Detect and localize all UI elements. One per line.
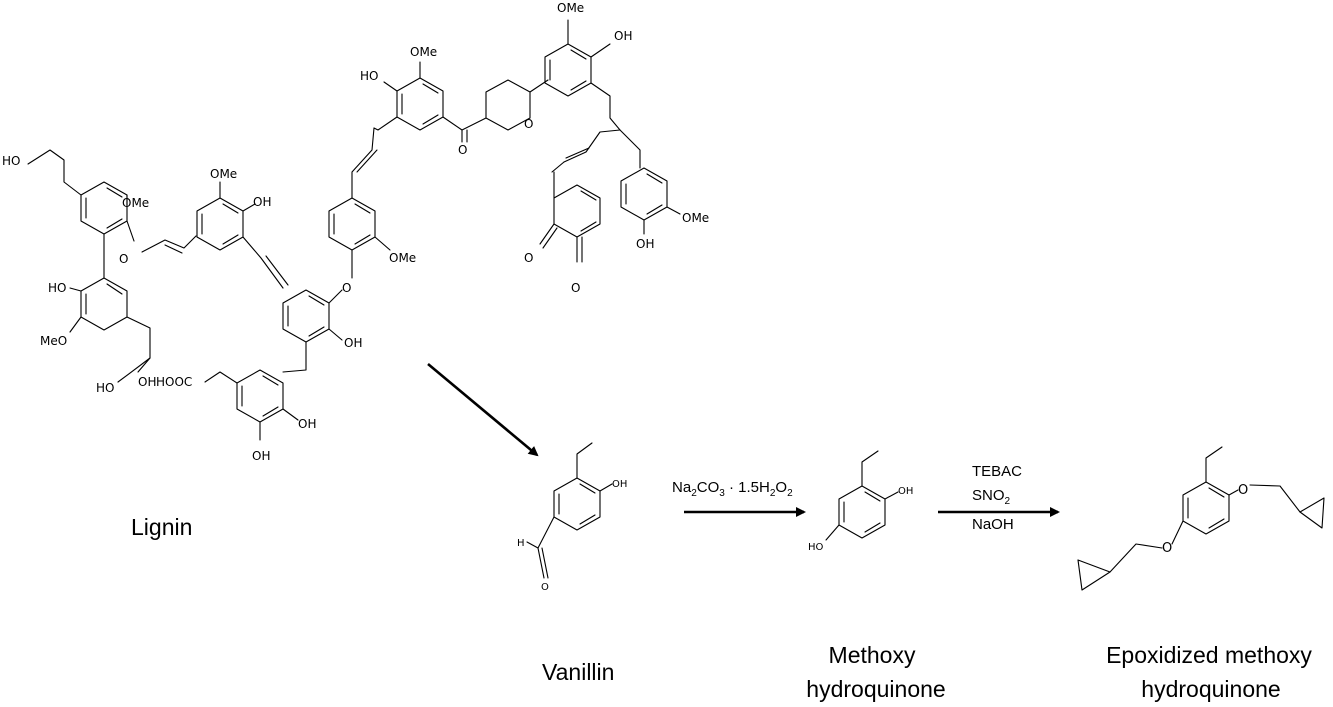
lignin-atom: OMe bbox=[557, 1, 584, 15]
lignin-atom: OH bbox=[252, 449, 270, 463]
mhq-atom: OH bbox=[898, 486, 913, 497]
vanillin-atom-labels: OH H O bbox=[517, 479, 627, 593]
emhq-atom: O bbox=[1162, 541, 1172, 556]
lignin-atom: OH bbox=[614, 29, 632, 43]
methoxy-hydroquinone-structure: OH HO Methoxy hydroquinone bbox=[806, 450, 946, 702]
vanillin-atom: O bbox=[541, 582, 549, 593]
lignin-atom: OMe bbox=[210, 167, 237, 181]
lignin-structure: HO OMe O OMe OH HO MeO OH HO HOOC OH OH … bbox=[2, 1, 709, 540]
lignin-atom: O bbox=[524, 251, 533, 265]
vanillin-bonds bbox=[526, 442, 613, 579]
lignin-atom: HOOC bbox=[156, 375, 192, 389]
emhq-label-line1: Epoxidized methoxy bbox=[1106, 642, 1312, 668]
mhq-atom-labels: OH HO bbox=[808, 486, 913, 553]
lignin-atom: HO bbox=[96, 381, 114, 395]
step2-reagent-naoh: NaOH bbox=[972, 516, 1014, 533]
lignin-atom: OH bbox=[636, 237, 654, 251]
lignin-atom: OH bbox=[253, 195, 271, 209]
step1-conditions: Na2CO3 · 1.5H2O2 bbox=[672, 479, 806, 517]
lignin-atom: OH bbox=[298, 417, 316, 431]
emhq-label-line2: hydroquinone bbox=[1141, 676, 1280, 702]
emhq-bonds bbox=[1077, 446, 1325, 591]
emhq-atom-labels: O O bbox=[1162, 483, 1248, 556]
mhq-bonds bbox=[825, 450, 899, 541]
lignin-atom: HO bbox=[2, 154, 20, 168]
lignin-atom: O bbox=[524, 117, 533, 131]
vanillin-atom: OH bbox=[612, 479, 627, 490]
lignin-atom: OMe bbox=[389, 251, 416, 265]
step2-conditions: TEBAC SNO2 NaOH bbox=[938, 463, 1060, 533]
step1-reagent: Na2CO3 · 1.5H2O2 bbox=[672, 479, 793, 499]
mhq-atom: HO bbox=[808, 542, 824, 553]
step2-reagent-tebac: TEBAC bbox=[972, 463, 1022, 480]
vanillin-atom: H bbox=[517, 538, 525, 549]
lignin-atom: OMe bbox=[410, 45, 437, 59]
mhq-label-line1: Methoxy bbox=[829, 642, 916, 668]
step2-reagent-sno2: SNO2 bbox=[972, 487, 1011, 507]
lignin-atom: OH bbox=[344, 336, 362, 350]
lignin-atom: O bbox=[571, 281, 580, 295]
lignin-atom: O bbox=[119, 252, 128, 266]
lignin-atom: OMe bbox=[122, 196, 149, 210]
lignin-atom: OH bbox=[138, 375, 156, 389]
lignin-atom: O bbox=[342, 281, 351, 295]
lignin-atom: OMe bbox=[682, 211, 709, 225]
mhq-label-line2: hydroquinone bbox=[806, 676, 945, 702]
vanillin-structure: OH H O Vanillin bbox=[517, 442, 627, 685]
lignin-atom: HO bbox=[360, 69, 378, 83]
lignin-label: Lignin bbox=[131, 514, 192, 540]
vanillin-label: Vanillin bbox=[542, 659, 614, 685]
emhq-atom: O bbox=[1238, 483, 1248, 498]
lignin-atom-labels: HO OMe O OMe OH HO MeO OH HO HOOC OH OH … bbox=[2, 1, 709, 463]
lignin-bonds bbox=[27, 19, 681, 441]
lignin-atom: HO bbox=[48, 281, 66, 295]
degradation-arrow bbox=[427, 363, 539, 457]
epoxidized-structure: O O Epoxidized methoxy hydroquinone bbox=[1077, 446, 1325, 702]
lignin-atom: MeO bbox=[40, 334, 67, 348]
lignin-atom: O bbox=[458, 143, 467, 157]
